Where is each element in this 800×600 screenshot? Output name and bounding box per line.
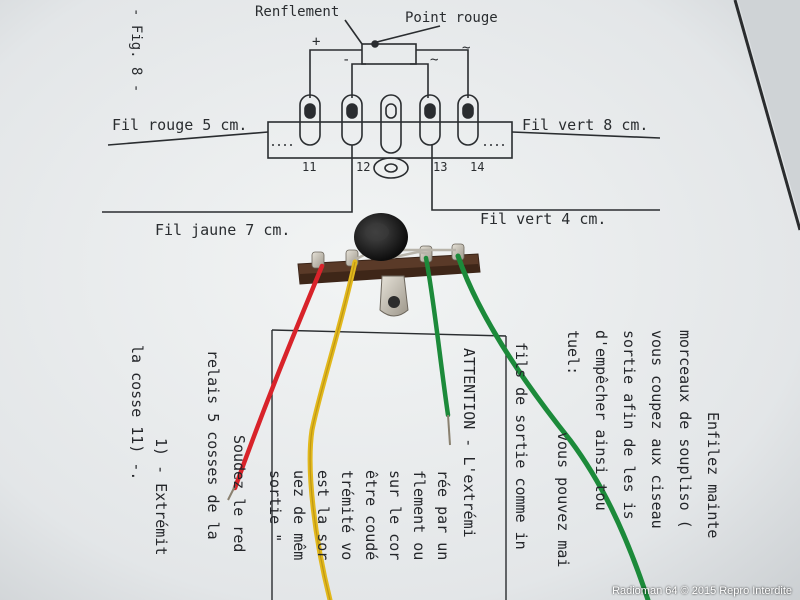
text-left-3: la cosse 11) -. — [128, 345, 146, 481]
text-middle-1: vous pouvez mai — [554, 432, 572, 568]
fil-vert-8-label: Fil vert 8 cm. — [522, 116, 649, 134]
text-right-3: sortie afin de les is — [620, 330, 638, 520]
pin-label-13: 13 — [433, 160, 448, 174]
desk-corner — [738, 0, 800, 220]
text-right-2: vous coupez aux ciseau — [648, 330, 666, 529]
renflement-leader — [344, 19, 363, 45]
pin-label-11: 11 — [302, 160, 317, 174]
text-left-0: Soudez le red — [230, 435, 248, 553]
lug-11 — [299, 94, 321, 146]
wire-vert8-line — [511, 131, 661, 139]
ac-symbol-1: ~ — [430, 52, 439, 68]
plus-symbol: + — [312, 34, 321, 50]
lead-plus — [309, 49, 362, 98]
lug-center-ring — [373, 157, 409, 179]
text-box-5: trémité vo — [338, 470, 356, 561]
text-left-1: relais 5 cosses de la — [204, 350, 222, 540]
lug-14 — [457, 94, 479, 146]
text-box-1: rée par un — [434, 470, 452, 561]
red-wire — [232, 263, 325, 491]
lug-13 — [419, 94, 441, 146]
figure-label: - Fig. 8 - — [128, 8, 144, 93]
point-rouge-label: Point rouge — [405, 10, 498, 26]
rectifier-symbol — [361, 43, 417, 65]
text-right-5: tuel: — [564, 330, 582, 376]
text-right-4: d'empêcher ainsi tou — [592, 330, 610, 511]
lead-ac2 — [416, 49, 469, 98]
green-wire-long — [455, 253, 651, 600]
text-left-2: 1) - Extrémit — [152, 438, 170, 556]
wire-vert4-line — [431, 145, 660, 211]
fil-vert-4-label: Fil vert 4 cm. — [480, 210, 607, 228]
fil-rouge-label: Fil rouge 5 cm. — [112, 116, 248, 134]
text-box-8: sortie " — [266, 470, 284, 543]
lead-ac1 — [410, 63, 429, 98]
wire-rouge-line — [107, 131, 269, 146]
ac-symbol-2: ~ — [462, 40, 471, 56]
text-box-0: ATTENTION - L'extrémi — [460, 348, 478, 538]
text-box-6: est la sor — [314, 470, 332, 561]
text-right-0: Enfilez mainte — [704, 412, 722, 539]
fil-jaune-label: Fil jaune 7 cm. — [155, 221, 291, 239]
text-box-2: flement ou — [410, 470, 428, 561]
attention-box — [271, 329, 507, 600]
wiring-diagram — [102, 19, 661, 213]
text-box-4: être coudé — [362, 470, 380, 561]
pin-label-14: 14 — [470, 160, 485, 174]
minus-symbol: - — [342, 52, 351, 68]
green-wire-short — [423, 255, 451, 418]
wire-jaune-line — [102, 145, 353, 213]
red-dot-symbol — [371, 40, 379, 48]
lug-center — [380, 94, 402, 154]
lead-minus — [351, 63, 366, 98]
watermark: Radioman 64 © 2015 Repro Interdite — [612, 585, 792, 597]
text-middle-0: fils de sortie comme in — [512, 342, 530, 550]
paper-edge — [733, 0, 800, 231]
renflement-label: Renflement — [255, 4, 340, 20]
text-box-3: sur le cor — [386, 470, 404, 561]
point-rouge-leader — [376, 25, 441, 43]
text-box-7: uez de mêm — [290, 470, 308, 561]
text-right-1: morceaux de souplisо ( — [676, 330, 694, 529]
pin-label-12: 12 — [356, 160, 371, 174]
